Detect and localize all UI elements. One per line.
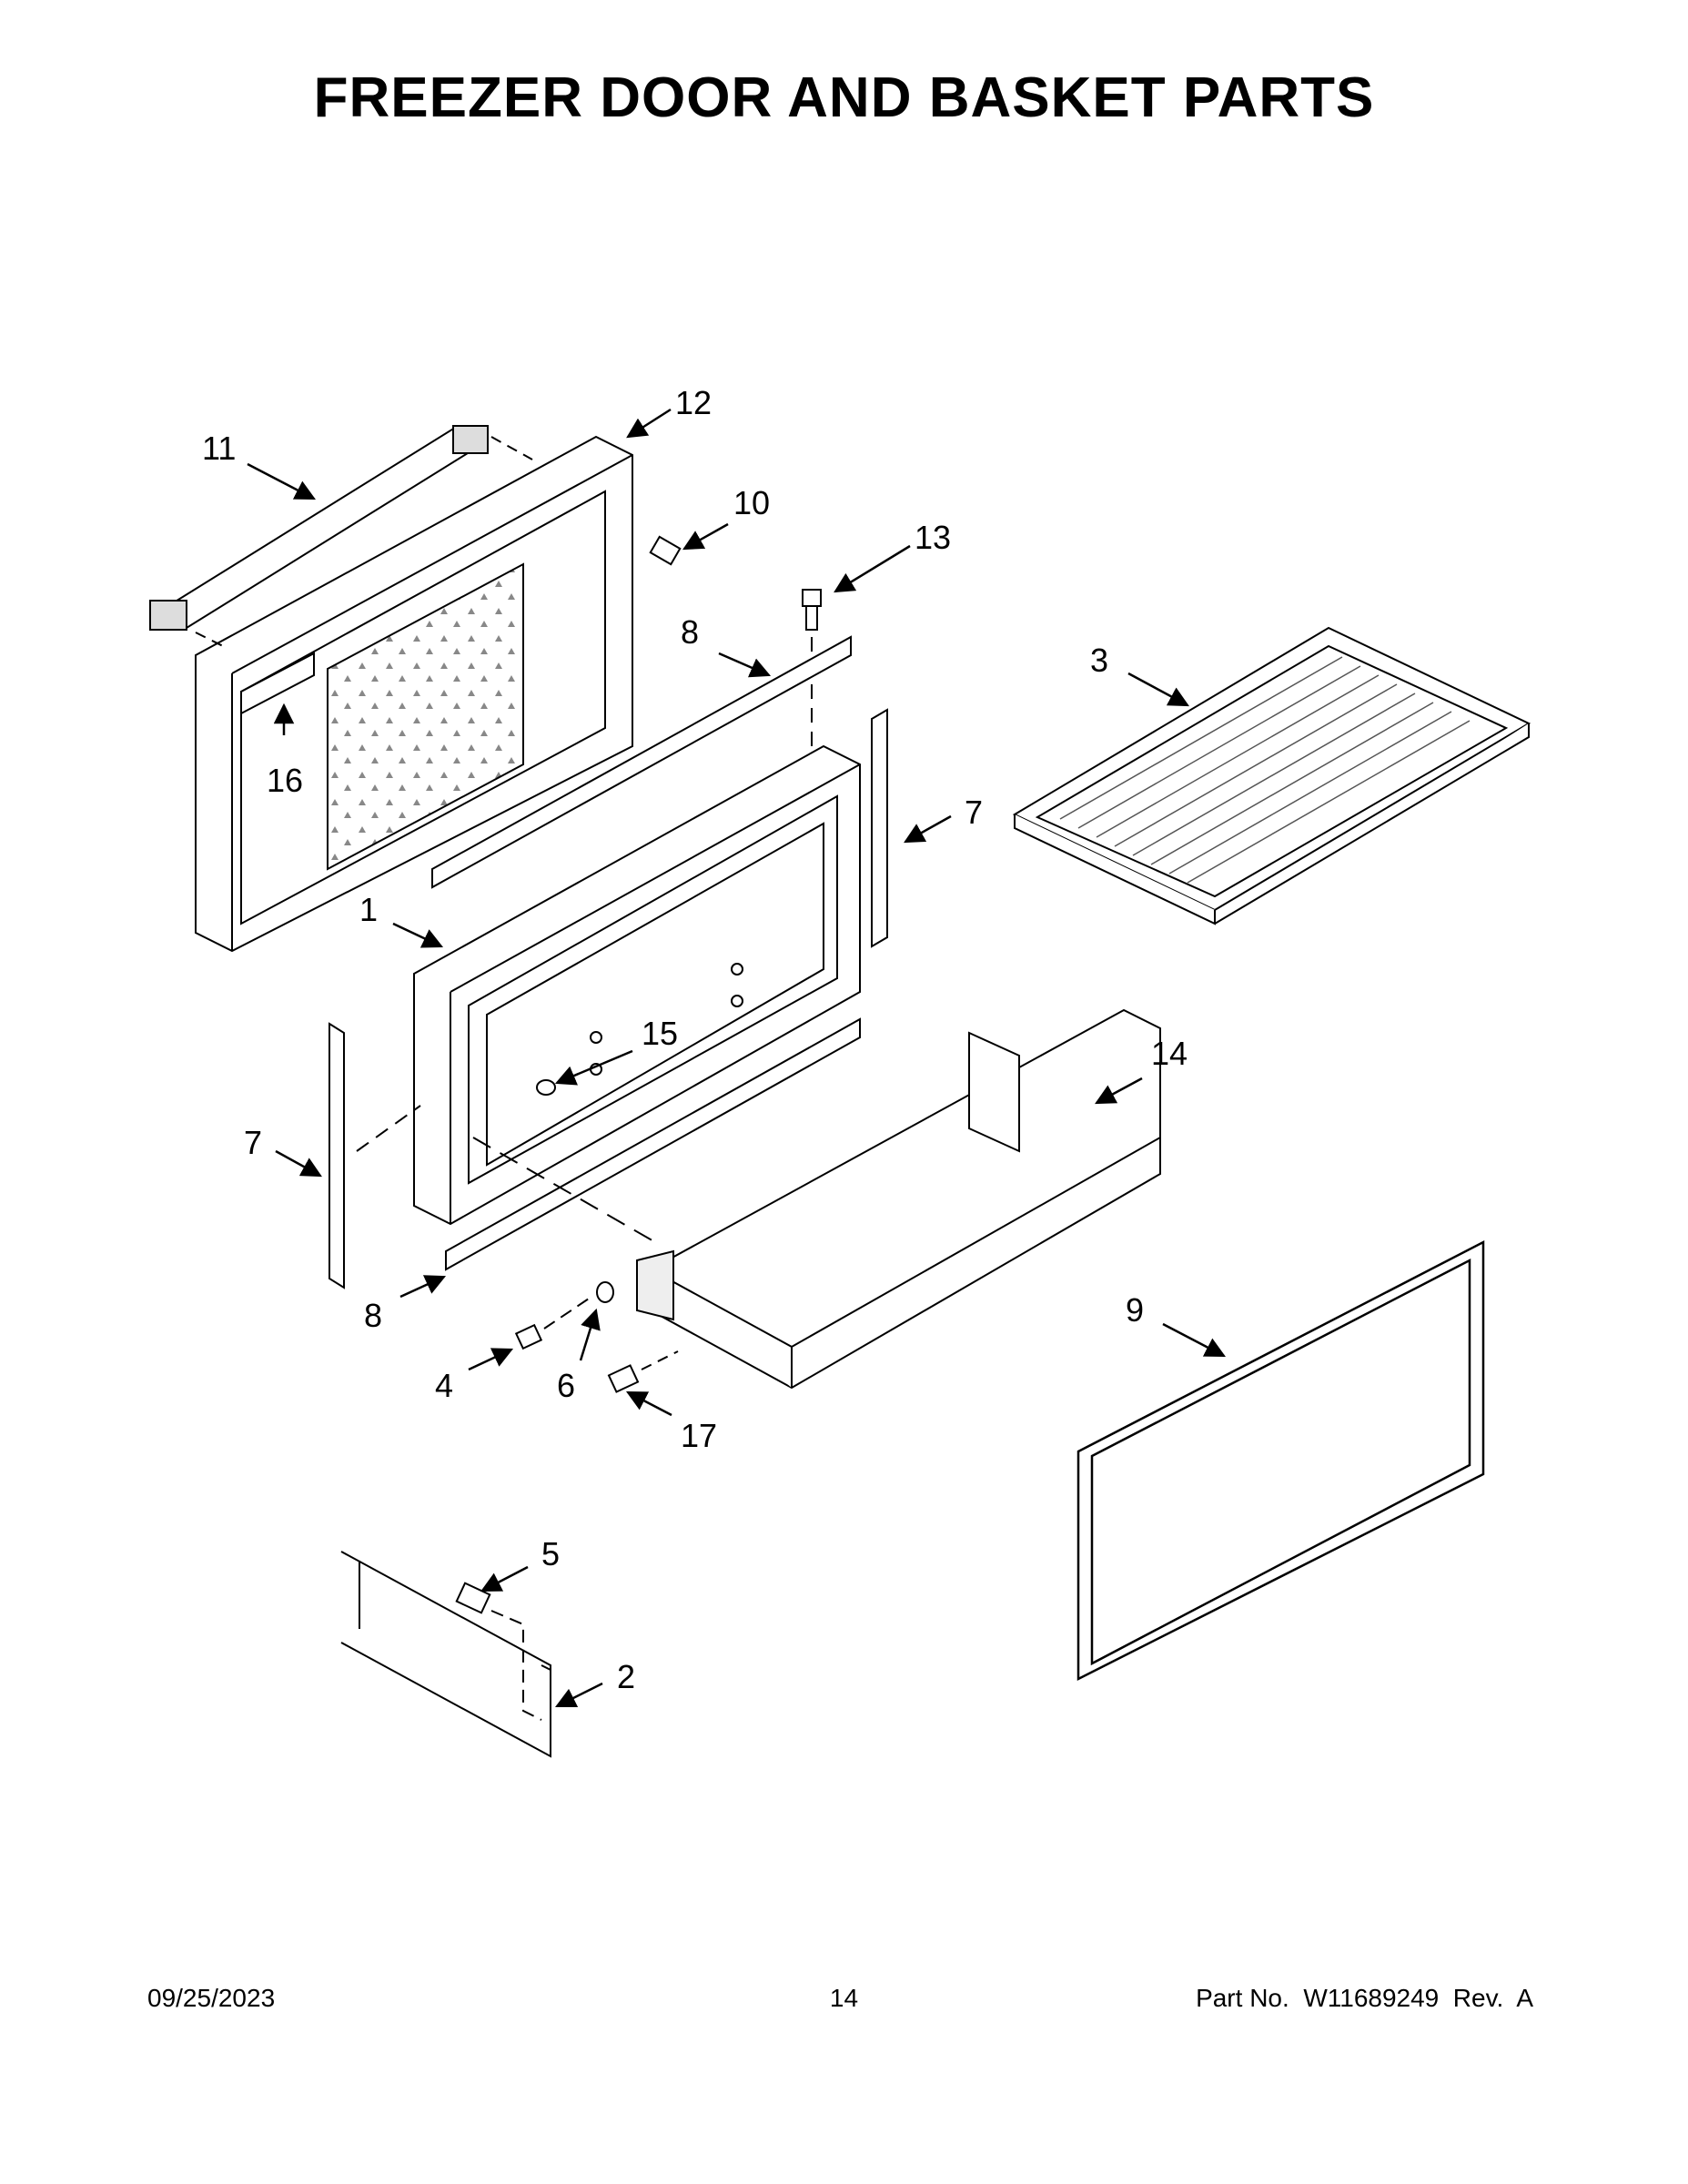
footer-date: 09/25/2023 bbox=[147, 1984, 276, 2012]
callout-8-upper: 8 bbox=[681, 613, 699, 651]
callout-6: 6 bbox=[557, 1367, 575, 1404]
part-8-lower-strip bbox=[445, 1017, 861, 1271]
callout-7-left: 7 bbox=[244, 1124, 262, 1161]
callout-14: 14 bbox=[1151, 1035, 1188, 1072]
part-11-top-rail bbox=[149, 425, 489, 631]
callout-3: 3 bbox=[1090, 642, 1108, 679]
callout-1: 1 bbox=[359, 891, 378, 928]
part-7-right-strip bbox=[871, 708, 888, 948]
footer-part-number: Part No. W11689249 Rev. A bbox=[1196, 1984, 1533, 2012]
callout-8-lower: 8 bbox=[364, 1297, 382, 1334]
part-4-screw bbox=[514, 1323, 543, 1350]
callout-10: 10 bbox=[733, 484, 770, 521]
part-13-screw bbox=[802, 589, 822, 631]
part-3-tray bbox=[1012, 626, 1531, 925]
part-16-bracket bbox=[240, 652, 315, 715]
part-14-basket bbox=[636, 1008, 1161, 1390]
footer-page-number: 14 bbox=[829, 1984, 859, 2012]
callout-7-right: 7 bbox=[965, 794, 983, 831]
part-6-washer bbox=[596, 1281, 614, 1303]
page-title: FREEZER DOOR AND BASKET PARTS bbox=[313, 66, 1375, 129]
part-10-screw bbox=[649, 535, 682, 566]
callout-11: 11 bbox=[202, 430, 236, 467]
callout-15: 15 bbox=[642, 1015, 678, 1052]
callout-5: 5 bbox=[541, 1535, 560, 1572]
callout-13: 13 bbox=[915, 519, 951, 556]
callout-17: 17 bbox=[681, 1417, 717, 1454]
callout-4: 4 bbox=[435, 1367, 453, 1404]
callout-12: 12 bbox=[675, 384, 712, 421]
callout-16: 16 bbox=[267, 762, 303, 799]
leader-arrows bbox=[247, 408, 1226, 1708]
part-15-bumper bbox=[536, 1079, 556, 1096]
callout-9: 9 bbox=[1126, 1291, 1144, 1329]
part-9-gasket bbox=[1076, 1239, 1485, 1682]
part-7-left-strip bbox=[329, 1022, 345, 1289]
part-8-upper-strip bbox=[431, 635, 852, 889]
callout-2: 2 bbox=[617, 1658, 635, 1695]
part-2-handle bbox=[340, 1551, 551, 1758]
part-17-screw bbox=[607, 1364, 640, 1393]
part-5-screw bbox=[455, 1582, 491, 1614]
part-12-outer-frame bbox=[195, 435, 633, 953]
